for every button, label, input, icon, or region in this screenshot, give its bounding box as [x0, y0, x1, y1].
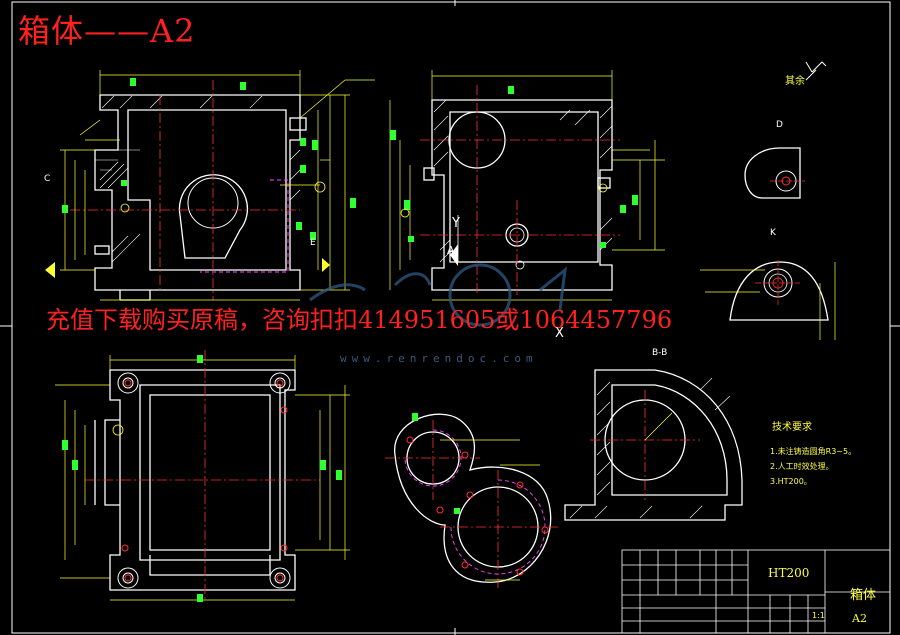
letter-a: A [447, 244, 455, 257]
surface-note: 其余 [785, 76, 805, 87]
title-block-part-name: 箱体 [850, 588, 877, 603]
title-block-sheet-size: A2 [852, 612, 867, 625]
section-label-bb: B-B [652, 348, 668, 358]
flange-view [385, 413, 560, 590]
promo-banner: 充值下载购买原稿，咨询扣扣414951605或1064457796 [46, 306, 673, 334]
letter-x: X [555, 326, 564, 341]
title-block-scale: 1:1 [812, 611, 825, 620]
drawing-title: 箱体——A2 [18, 12, 196, 50]
view-label-d: D [776, 120, 783, 130]
section-bb [564, 369, 743, 521]
title-block-material: HT200 [768, 566, 810, 580]
detail-views [700, 61, 836, 340]
tech-req-item: 1.未注铸造圆角R3~5。 [770, 447, 857, 456]
side-view [389, 70, 665, 301]
view-label-k: K [770, 228, 776, 238]
watermark-url: www.renrendoc.com [340, 352, 538, 365]
letter-y: Y [452, 216, 460, 231]
tech-req-item: 2.人工时效处理。 [770, 462, 834, 471]
watermark-logo [309, 263, 567, 327]
tech-req-title: 技术要求 [772, 422, 812, 433]
view-label-c: C [44, 174, 51, 184]
front-view [45, 70, 375, 301]
tech-req-item: 3.HT200。 [770, 477, 812, 486]
top-view [55, 350, 350, 602]
title-block [621, 549, 891, 634]
letter-e: E [310, 238, 316, 248]
